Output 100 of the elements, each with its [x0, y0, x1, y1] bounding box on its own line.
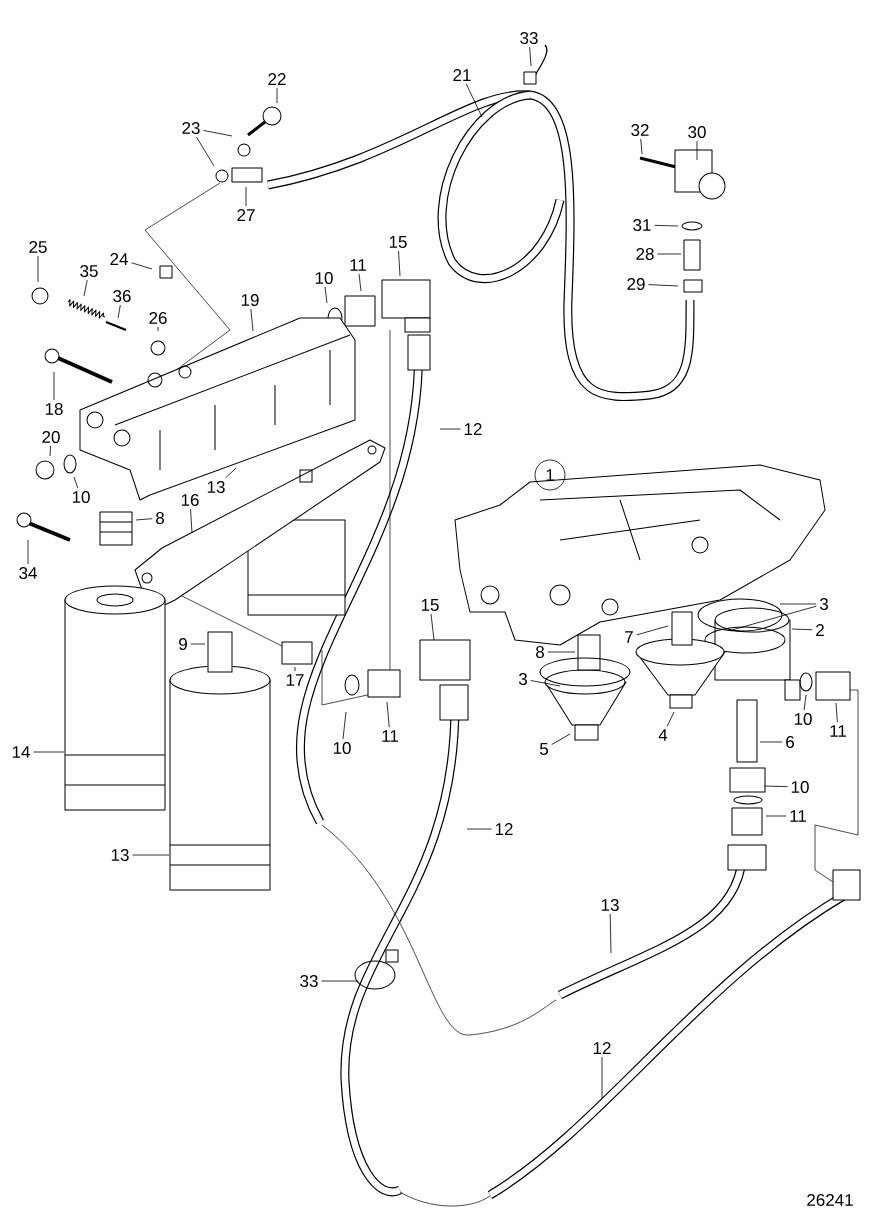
leader-line: [763, 785, 788, 788]
leader-line: [27, 539, 29, 565]
leader-line: [386, 701, 390, 728]
leader-line: [135, 518, 153, 521]
callout-number: 33: [520, 32, 538, 45]
leader-line: [648, 284, 679, 287]
callout-number: 24: [110, 253, 128, 265]
callout-number: 20: [42, 431, 60, 444]
callout-number: 7: [625, 631, 633, 643]
callout-number: 2: [816, 624, 824, 636]
callout-number: 10: [333, 742, 351, 755]
leader-line: [609, 913, 612, 954]
callout-number: 17: [286, 674, 304, 686]
leader-line: [779, 603, 817, 605]
callout-number: 13: [601, 899, 619, 912]
callout-number: 8: [536, 646, 544, 659]
leader-line: [157, 326, 159, 332]
callout-number: 8: [156, 512, 164, 525]
callout-number: 26: [149, 312, 167, 325]
callout-number: 10: [791, 781, 809, 794]
callout-number: 10: [315, 272, 333, 285]
leader-line: [439, 428, 461, 430]
callout-number: 12: [593, 1042, 611, 1054]
leader-line: [250, 308, 254, 332]
callout-number: 29: [627, 278, 645, 291]
leader-line: [342, 711, 347, 740]
leader-line: [117, 304, 121, 319]
leader-line: [203, 130, 233, 137]
leader-line: [245, 186, 247, 207]
leader-line: [551, 733, 571, 745]
callout-number: 36: [113, 290, 131, 303]
callout-number: 11: [790, 810, 806, 822]
leader-line: [731, 605, 817, 631]
leader-line: [465, 83, 483, 118]
callout-number: 9: [179, 638, 187, 651]
circled-callout-number: 1: [534, 459, 566, 491]
callout-number: 10: [72, 491, 90, 504]
callout-number: 34: [19, 567, 37, 580]
callout-number: 12: [495, 823, 513, 835]
leader-line: [276, 87, 278, 104]
leader-line: [190, 643, 206, 645]
callout-number: 3: [518, 673, 527, 686]
leader-line: [636, 625, 669, 636]
callout-number: 11: [830, 725, 846, 737]
leader-line: [529, 46, 532, 67]
leader-line: [466, 828, 492, 830]
callout-number: 28: [636, 248, 654, 261]
leader-line: [398, 250, 401, 277]
leader-line: [430, 613, 435, 641]
callout-number: 14: [12, 746, 30, 758]
callout-number: 10: [794, 713, 812, 726]
leader-line: [324, 286, 328, 304]
leader-line: [601, 1056, 603, 1099]
callout-number: 32: [631, 124, 649, 137]
callout-number: 30: [688, 126, 706, 139]
leader-line: [803, 694, 807, 711]
callout-number: 6: [786, 736, 794, 749]
callout-number: 19: [241, 294, 259, 307]
callout-number: 21: [453, 69, 471, 81]
callout-number: 22: [268, 73, 286, 85]
callout-number: 31: [633, 219, 651, 232]
callout-number: 25: [29, 241, 47, 254]
callout-number: 27: [237, 209, 255, 221]
callout-number: 13: [111, 849, 129, 862]
callout-number: 11: [350, 259, 366, 271]
leader-line: [83, 279, 88, 297]
leader-line: [666, 711, 675, 727]
leader-line: [49, 445, 51, 457]
leader-line: [132, 854, 170, 856]
leader-line: [530, 680, 561, 687]
leader-line: [190, 508, 193, 534]
leader-line: [33, 751, 65, 753]
callout-number: 12: [464, 423, 482, 435]
callout-number: 18: [45, 403, 63, 416]
leader-line: [196, 136, 215, 167]
callout-number: 23: [182, 122, 200, 135]
callout-number: 11: [382, 730, 398, 742]
leader-line: [640, 138, 643, 155]
leader-line: [321, 980, 359, 982]
leader-line: [657, 253, 682, 255]
leader-line: [225, 467, 237, 479]
callout-number: 16: [181, 494, 199, 507]
leader-line: [53, 371, 55, 401]
leader-line: [835, 702, 838, 723]
leader-line: [654, 224, 679, 227]
callout-number: 3: [819, 598, 828, 611]
callout-number: 35: [80, 265, 98, 278]
callout-number: 15: [389, 236, 407, 248]
leader-line: [791, 628, 813, 631]
callout-number: 15: [421, 599, 439, 611]
leader-line: [696, 140, 698, 161]
callout-number: 33: [300, 975, 318, 988]
leader-line: [547, 651, 576, 653]
callout-number: 5: [539, 743, 548, 755]
callout-number: 4: [658, 729, 668, 741]
leader-line: [131, 262, 153, 270]
leader-line: [358, 273, 362, 292]
callout-number: 13: [207, 481, 225, 494]
drawing-number: 26241: [807, 1194, 853, 1207]
leader-line: [294, 666, 296, 672]
